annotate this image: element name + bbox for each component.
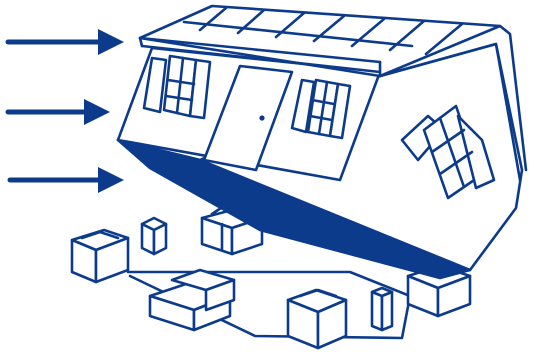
window-icon <box>400 104 496 200</box>
house-roof <box>138 4 528 172</box>
window-icon <box>142 54 212 120</box>
house-icon <box>116 4 528 280</box>
window-icon <box>290 78 352 140</box>
door-icon <box>202 64 294 172</box>
box-icon <box>140 216 168 256</box>
box-icon <box>370 286 394 332</box>
box-icon <box>286 288 348 350</box>
wind-arrow-top <box>5 29 124 55</box>
wind-arrow-bottom <box>7 167 124 193</box>
scattered-boxes <box>70 204 472 350</box>
wind-arrow-middle <box>5 99 110 125</box>
foundation-slab <box>126 270 412 340</box>
wind-arrows <box>5 29 124 193</box>
box-icon <box>148 268 236 332</box>
box-icon <box>70 228 130 284</box>
